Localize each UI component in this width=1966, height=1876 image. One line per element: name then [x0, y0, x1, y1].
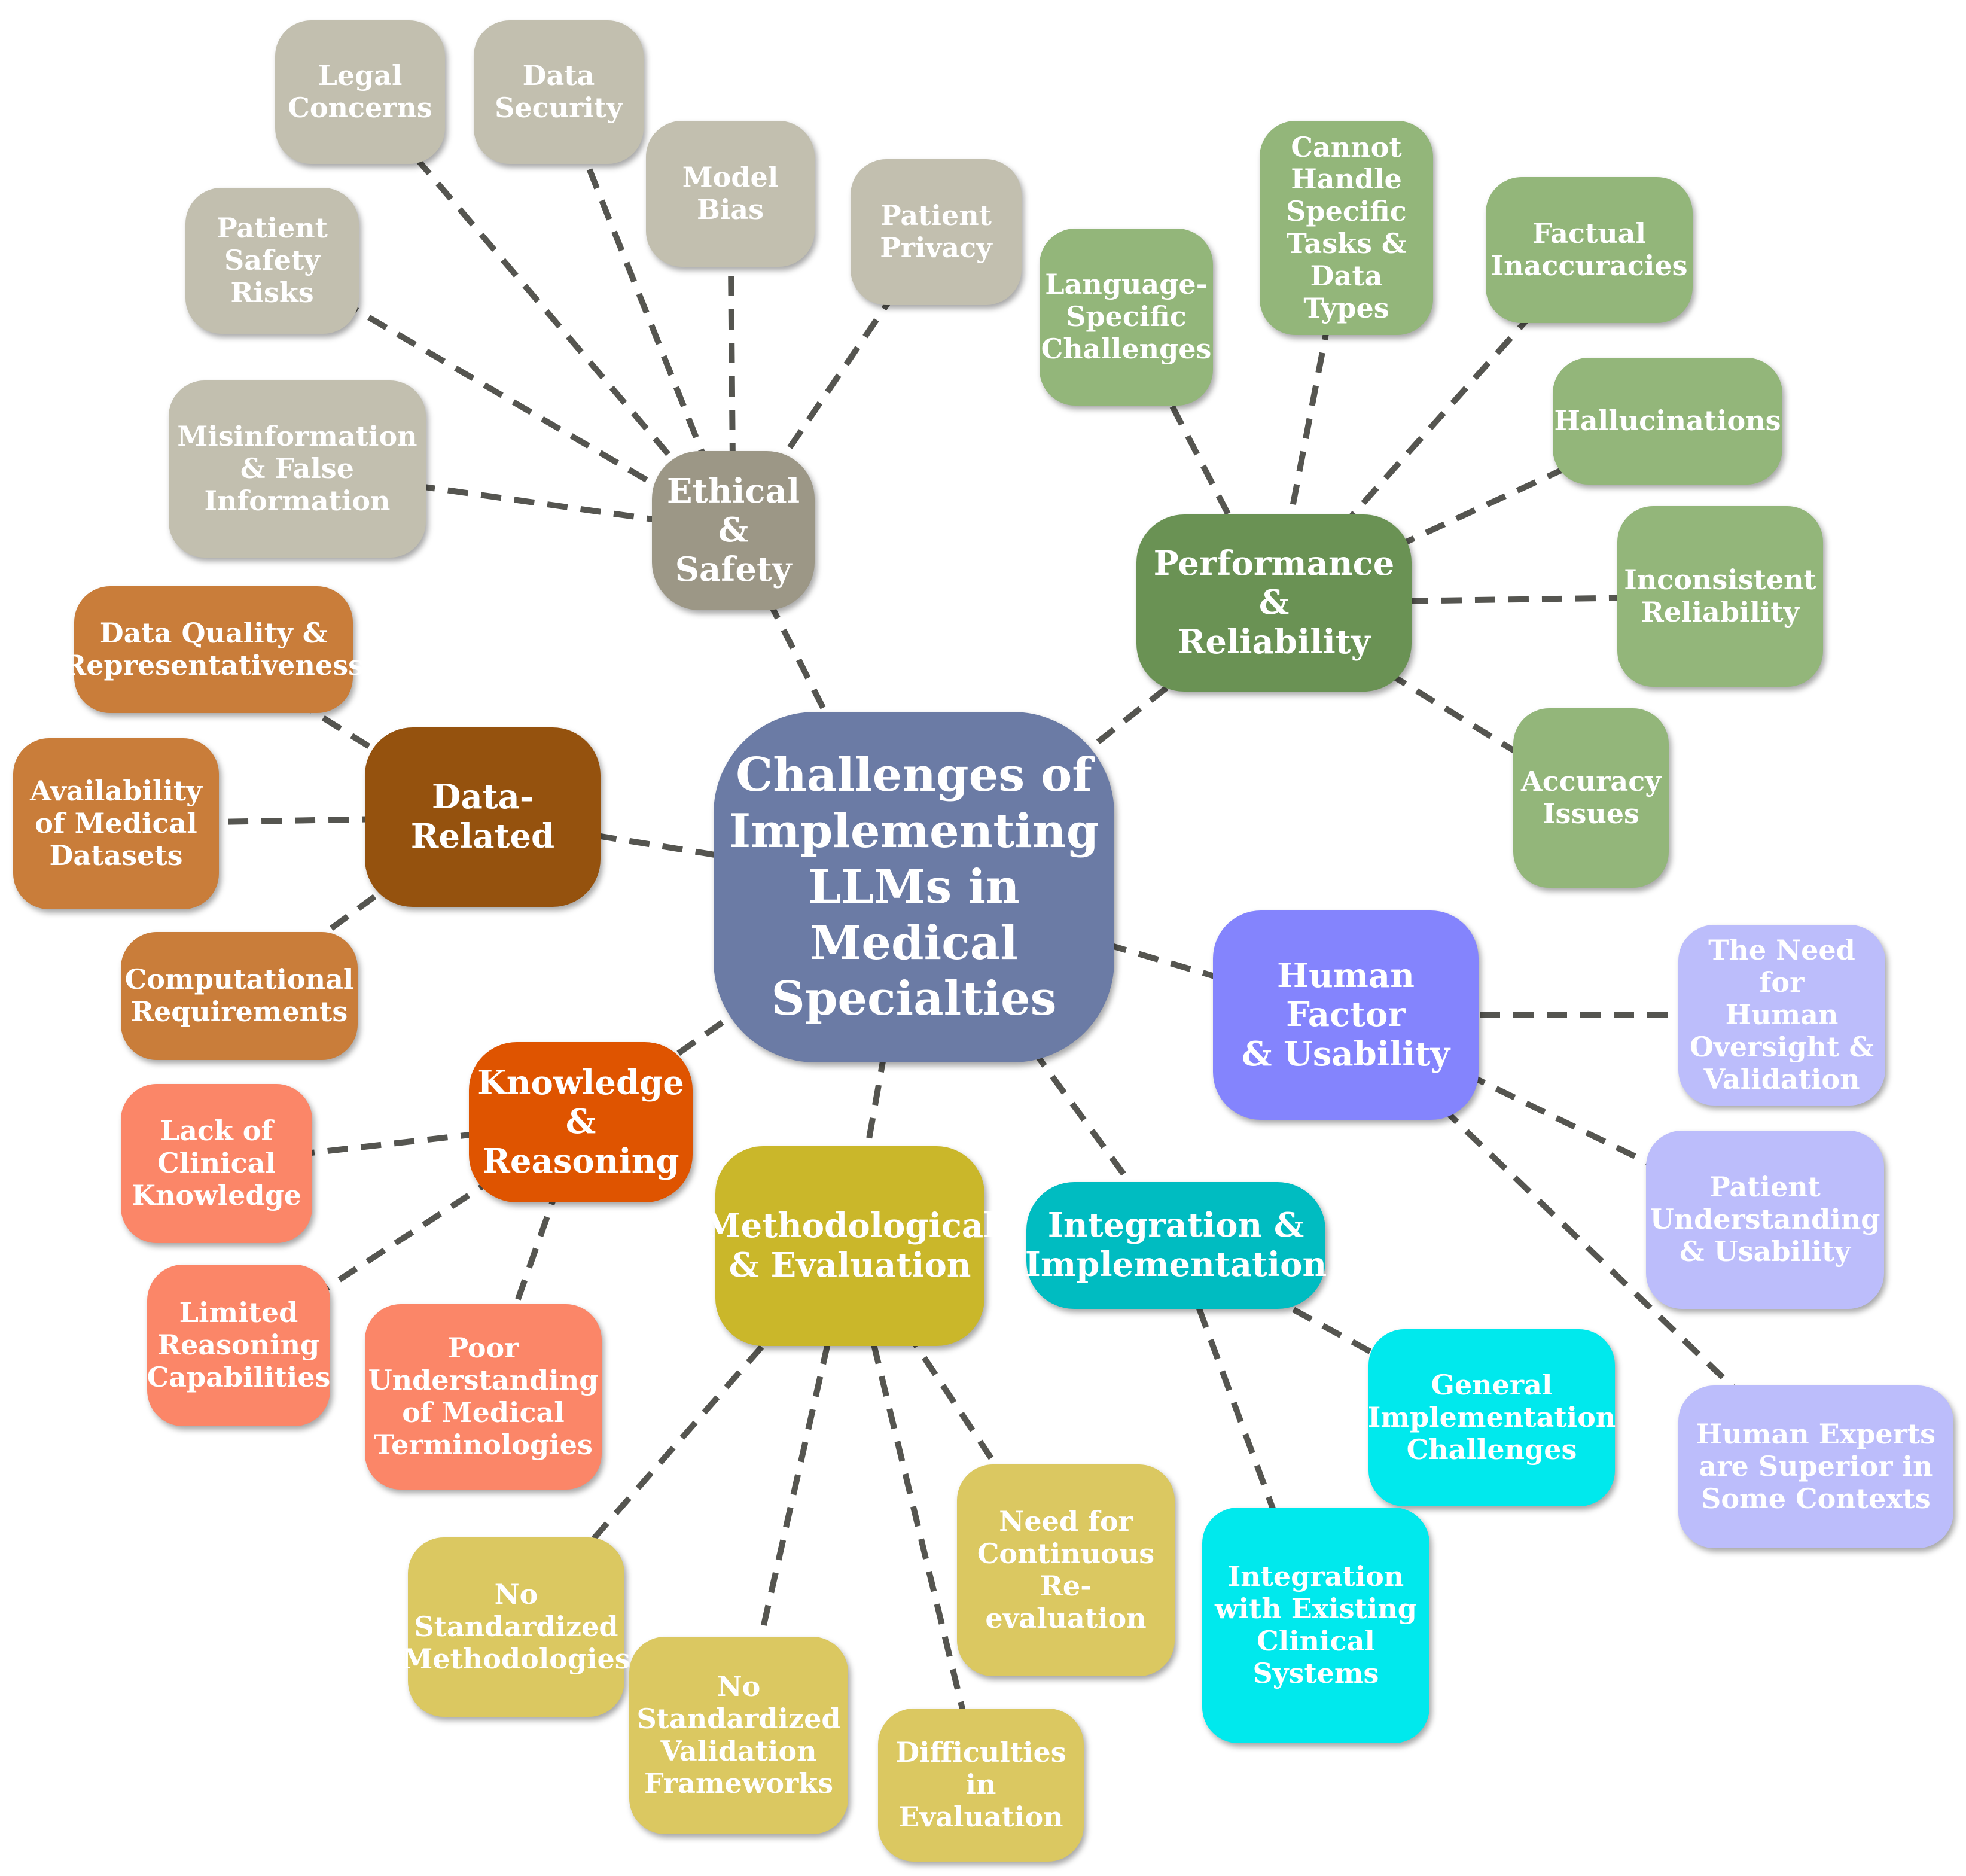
leaf-lack-of-clinical-knowledge: Lack of Clinical Knowledge: [121, 1084, 312, 1243]
leaf-computational-requirements: Computational Requirements: [121, 932, 358, 1060]
leaf-availability-of-medical-datasets: Availability of Medical Datasets: [13, 738, 219, 909]
category-knowledge-reasoning: Knowledge & Reasoning: [469, 1042, 693, 1202]
category-ethical-safety: Ethical & Safety: [652, 451, 815, 610]
leaf-hallucinations: Hallucinations: [1553, 358, 1782, 485]
leaf-patient-understanding-usability: Patient Understanding & Usability: [1646, 1131, 1884, 1309]
connector-meth-2: [847, 1245, 984, 1786]
leaf-cannot-handle-specific-tasks: Cannot Handle Specific Tasks & Data Type…: [1260, 121, 1433, 335]
leaf-poor-understanding-medical-terminologies: Poor Understanding of Medical Terminolog…: [365, 1304, 602, 1490]
leaf-language-specific-challenges: Language- Specific Challenges: [1040, 229, 1213, 406]
leaf-human-experts-superior: Human Experts are Superior in Some Conte…: [1678, 1385, 1953, 1548]
leaf-legal-concerns: Legal Concerns: [275, 20, 445, 164]
leaf-data-security: Data Security: [474, 20, 644, 164]
leaf-factual-inaccuracies: Factual Inaccuracies: [1486, 177, 1693, 323]
leaf-data-quality: Data Quality & Representativeness: [63, 586, 364, 713]
category-human-factor-usability: Human Factor & Usability: [1213, 910, 1479, 1120]
category-integration-implementation: Integration & Implementation: [1025, 1182, 1327, 1309]
leaf-accuracy-issues: Accuracy Issues: [1513, 708, 1669, 888]
leaf-integration-with-existing-clinical-systems: Integration with Existing Clinical Syste…: [1202, 1508, 1429, 1743]
connector-eth-0: [358, 90, 736, 533]
leaf-difficulties-in-evaluation: Difficulties in Evaluation: [878, 1708, 1084, 1862]
category-data-related: Data-Related: [365, 727, 601, 907]
leaf-no-standardized-methodologies: No Standardized Methodologies: [402, 1537, 630, 1717]
connector-int-0: [1174, 1242, 1493, 1421]
category-performance-reliability: Performance & Reliability: [1136, 514, 1412, 692]
leaf-model-bias: Model Bias: [646, 121, 815, 267]
leaf-need-for-human-oversight: The Need for Human Oversight & Validatio…: [1678, 925, 1885, 1106]
center-node: Challenges of Implementing LLMs in Medic…: [714, 712, 1114, 1062]
leaf-need-for-continuous-re-evaluation: Need for Continuous Re-evaluation: [957, 1464, 1175, 1676]
leaf-patient-safety-risks: Patient Safety Risks: [185, 188, 359, 334]
leaf-limited-reasoning-capabilities: Limited Reasoning Capabilities: [147, 1265, 330, 1426]
leaf-misinformation: Misinformation & False Information: [169, 380, 426, 558]
leaf-inconsistent-reliability: Inconsistent Reliability: [1617, 506, 1823, 687]
leaf-patient-privacy: Patient Privacy: [851, 159, 1022, 305]
leaf-general-implementation-challenges: General Implementation Challenges: [1368, 1329, 1616, 1506]
leaf-no-standardized-validation-frameworks: No Standardized Validation Frameworks: [629, 1637, 848, 1834]
connector-eth-3: [730, 230, 939, 532]
category-methodological-evaluation: Methodological & Evaluation: [704, 1146, 996, 1346]
